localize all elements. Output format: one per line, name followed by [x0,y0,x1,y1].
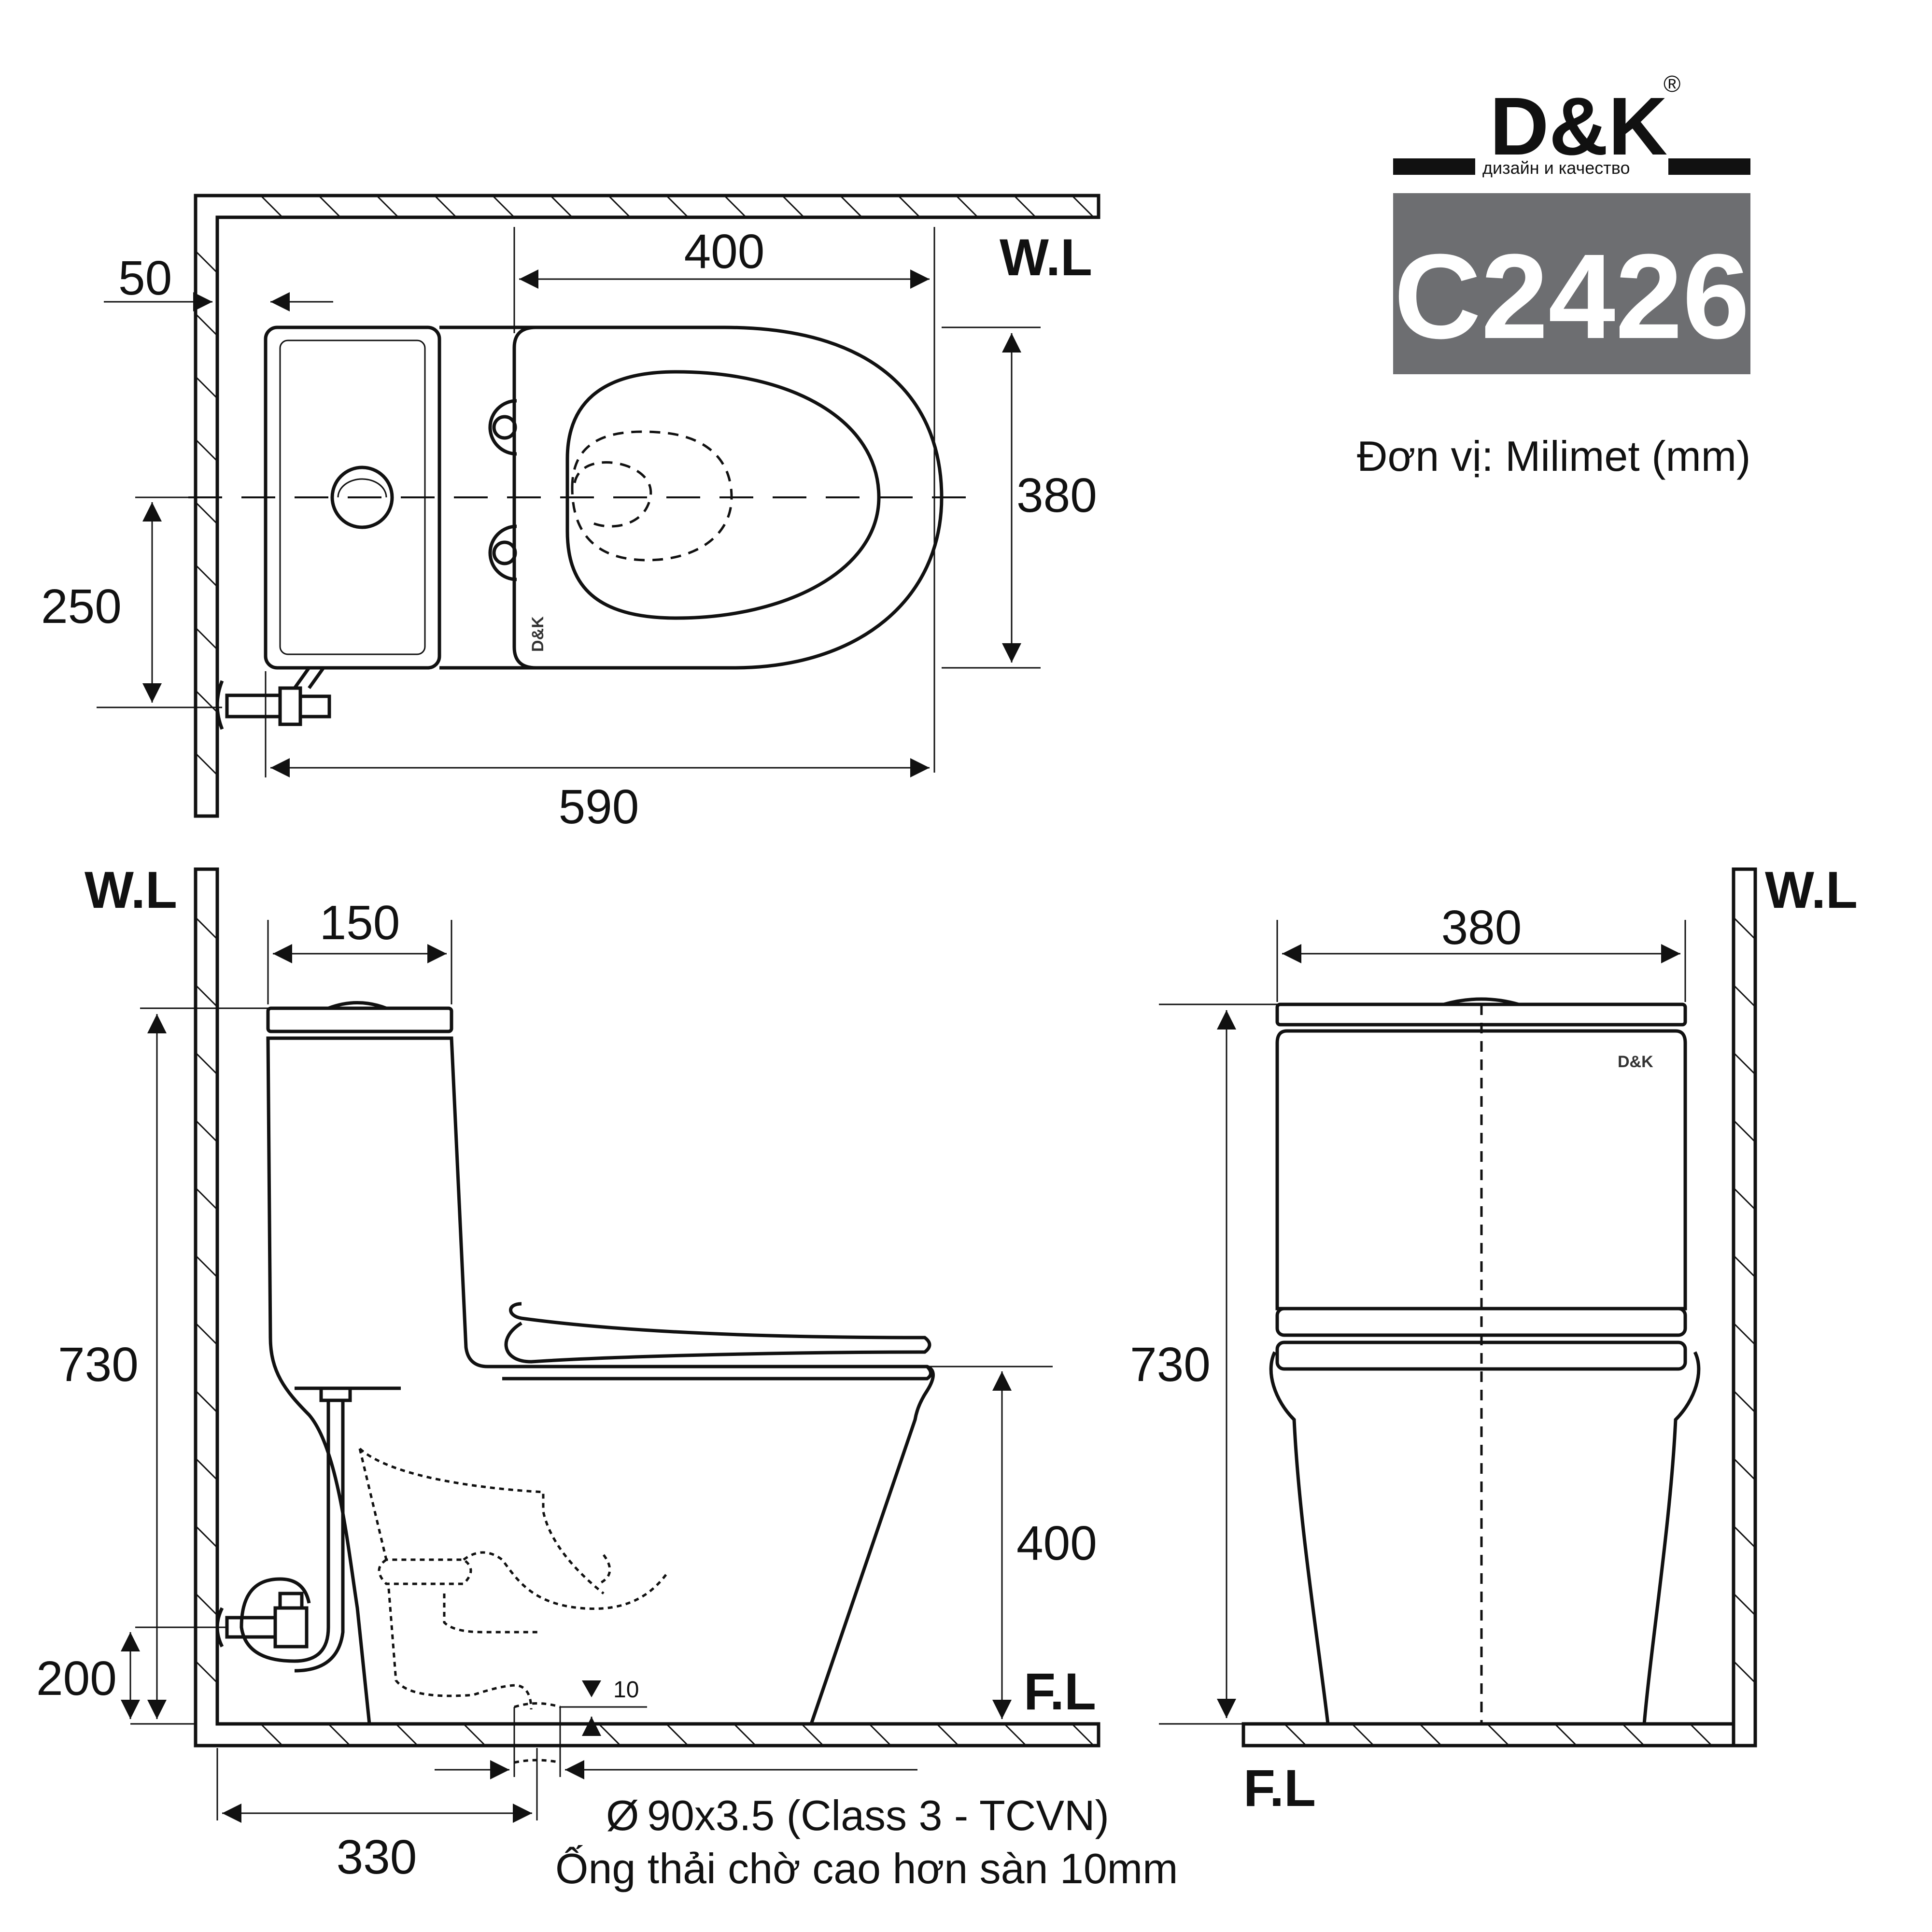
dim-front-width: 380 [1441,901,1522,955]
dim-plan-width: 380 [1016,468,1097,522]
front-wall-floor [1241,867,1757,1748]
dim-inlet-height: 200 [36,1651,117,1706]
plan-wall [194,194,1100,818]
dim-side-height: 730 [58,1338,139,1392]
plan-seat-mark: D&K [529,616,547,652]
plan-wall-hatch [195,195,1095,776]
dim-rough-in: 330 [337,1830,417,1884]
dim-inlet-offset: 250 [41,579,122,634]
unit-note: Đơn vị: Milimet (mm) [1357,432,1750,480]
model-badge [1393,193,1750,374]
model-number: C2426 [1394,229,1750,364]
front-wall-label: W.L [1765,860,1858,919]
dim-tank-depth: 150 [320,896,400,950]
registered-mark: ® [1664,71,1680,97]
side-flush-button [327,1001,387,1010]
dim-seat-width: 400 [684,225,765,279]
plan-seat [512,325,944,670]
side-floor-label: F.L [1024,1662,1096,1720]
pipe-diameter-symbol: Ø [606,1791,639,1839]
front-pedestal [1269,1351,1701,1726]
hinge-icon [488,524,517,581]
side-wall-label: W.L [85,860,177,919]
front-flush-button [1443,997,1519,1006]
pipe-spec: 90x3.5 (Class 3 - TCVN) [647,1791,1109,1839]
hinge-icon [488,399,517,456]
front-mark: D&K [1618,1053,1653,1071]
dim-plan-depth: 590 [559,780,639,834]
brand-logo: D&K [1490,81,1667,172]
side-seat [504,1302,931,1364]
dim-wall-offset: 50 [118,251,172,305]
side-view: W.L F.L 150 7 [36,860,1178,1892]
brand-block: D&K ® дизайн и качество C2426 Đơn vị: Mi… [1357,71,1750,480]
front-tank [1275,1029,1687,1311]
brand-tagline: дизайн и качество [1482,158,1630,178]
dim-front-height: 730 [1130,1338,1211,1392]
plan-view: D&K 50 400 W.L 380 250 590 [41,194,1100,834]
dim-seat-height: 400 [1016,1516,1097,1570]
plan-supply-valve [215,680,224,730]
pipe-note: Ống thải chờ cao hơn sàn 10mm [555,1845,1178,1892]
plan-bowl [565,370,881,620]
dim-outlet-offset: 10 [613,1677,639,1703]
side-tank-lid [266,1006,453,1033]
front-floor-label: F.L [1243,1759,1316,1817]
flush-button-icon [330,465,394,529]
side-toilet-body [266,1036,935,1726]
side-wall-floor [194,867,1100,1748]
plan-wall-label: W.L [1000,228,1092,286]
front-view: W.L F.L D&K 380 730 [1130,860,1858,1817]
